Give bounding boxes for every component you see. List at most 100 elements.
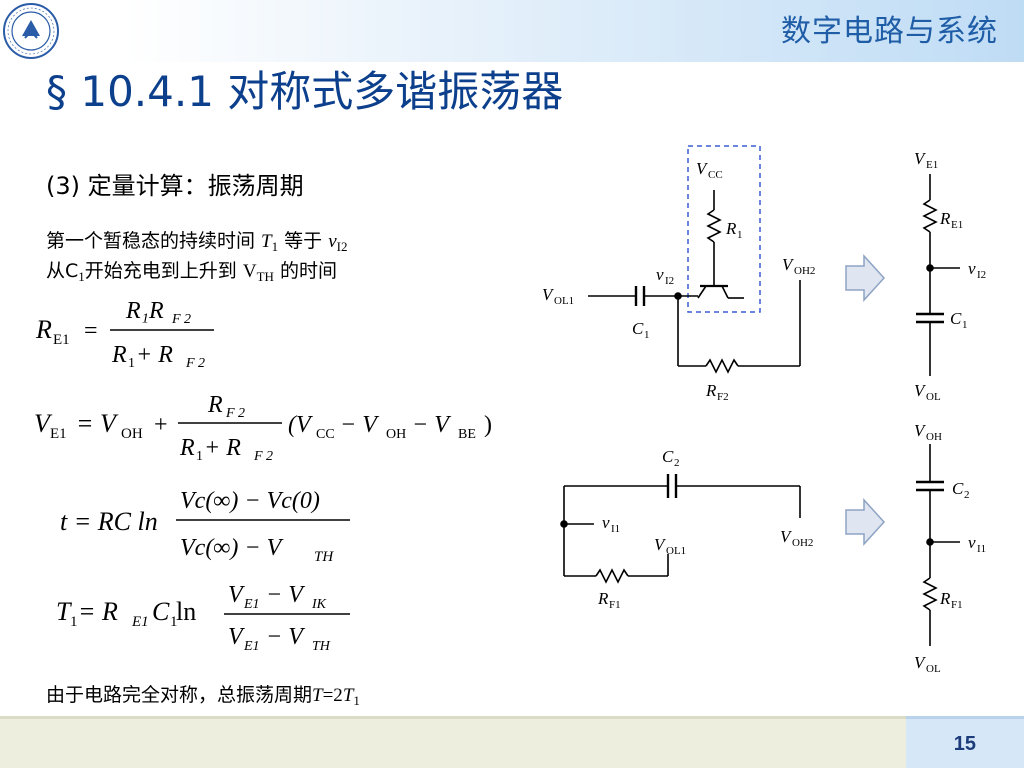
label-c2: C [662,447,674,466]
f1-num: R₁R [125,298,164,324]
equiv-top-labels: V E1 R E1 v I2 C 1 V OL [914,149,986,403]
circuit-diagrams: V CC R 1 v I2 V OH2 V OL1 C 1 R F2 V E1 … [542,145,986,675]
f2-lhs: V [34,409,53,438]
label-voh2-sub: OH2 [792,537,813,549]
label-voh: V [914,421,927,440]
label-vi2-sub: I2 [665,275,674,287]
label-c1: C [950,309,962,328]
label-vol1: V [542,285,555,304]
var-vth-sub: TH [256,269,274,284]
resistor-r1 [706,209,722,243]
conclusion-T: T [312,685,323,706]
f1-den-b-sub: F 2 [185,356,205,371]
f4-den-b-sub: TH [312,639,331,654]
label-vol1: V [654,535,667,554]
f1-den-b: + R [136,342,173,368]
label-c2-sub: 2 [674,457,680,469]
label-re1: R [939,209,951,228]
equiv-top [916,174,960,376]
label-r1: R [725,219,737,238]
label-vi1: v [968,533,976,552]
f4-lhs-a-sub: 1 [70,614,78,630]
f4-num-b-sub: IK [311,597,327,612]
label-vol: V [914,653,927,672]
circuit-bottom [560,474,801,584]
f1-lhs-sub: E1 [53,332,70,348]
f1-eq: = [84,318,98,344]
label-vol: V [914,381,927,400]
university-seal-icon [3,3,59,59]
f2-den-b: + R [204,435,241,461]
transistor-emitter [697,285,707,299]
conclusion-T1: T [342,685,354,706]
desc-text: 的时间 [273,260,337,282]
label-vol1-sub: OL1 [666,545,686,557]
f2-paren-b: − V [340,412,379,438]
conclusion-text: 由于电路完全对称，总振荡周期T=2T1 [46,680,360,709]
label-vol-sub: OL [926,391,941,403]
f2-paren-d: ) [484,412,492,438]
node-dot [560,520,568,528]
label-voh2: V [782,255,795,274]
label-ve1: V [914,149,927,168]
slide-title: § 10.4.1 对称式多谐振荡器 [46,67,564,116]
desc-text: 等于 [278,230,329,252]
var-v: v [328,231,337,252]
label-rf1-sub: F1 [951,599,963,611]
f1-den-a: R [111,342,127,368]
label-re1-sub: E1 [951,219,963,231]
description-text: 第一个暂稳态的持续时间 T1 等于 vI2 从C1开始充电到上升到 VTH 的时… [46,226,348,286]
label-ve1-sub: E1 [926,159,938,171]
conclusion-eq: =2 [322,685,343,706]
f2-paren-a-sub: CC [316,427,335,442]
label-vi1: v [602,513,610,532]
f4-den-a: V [228,624,245,650]
footer-bar [0,716,1024,768]
node-dot [926,264,934,272]
formula-ve1: V E1 = V OH + R F 2 R 1 + R F 2 (V CC − … [34,392,492,464]
conclusion-T1-sub: 1 [353,693,360,708]
f4-lhs-b-sub: E1 [131,614,149,630]
f4-lhs-c: C [152,597,170,626]
circuit-top-labels: V CC R 1 v I2 V OH2 V OL1 C 1 R F2 [542,159,815,403]
desc-text: 从C [46,260,79,282]
description-line-1: 第一个暂稳态的持续时间 T1 等于 vI2 [46,226,348,256]
var-t-sub: 1 [271,239,279,254]
arrow-right-icon [845,254,886,302]
label-rf2-sub: F2 [717,391,729,403]
f3-den-sub: TH [314,549,334,565]
section-subheading: (3) 定量计算：振荡周期 [46,172,304,200]
var-t: T [261,231,272,252]
page-number-box: 15 [906,716,1024,768]
f4-num-a: V [228,582,245,608]
f3-num: Vc(∞) − Vc(0) [180,488,320,514]
label-c1-sub: 1 [644,329,650,341]
label-c2-sub: 2 [964,489,970,501]
formula-t1: T 1 = R E1 C 1 ln V E1 − V IK V E1 − V T… [56,582,350,654]
label-c1: C [632,319,644,338]
transistor-stage-box [687,145,761,313]
formula-re1: R E1 = R₁R F 2 R 1 + R F 2 [35,298,214,371]
label-voh2-sub: OH2 [794,265,815,277]
f2-paren-b-sub: OH [386,427,406,442]
f1-den-a-sub: 1 [128,356,135,371]
desc-text: 开始充电到上升到 [84,260,243,282]
label-vi1-sub: I1 [977,543,986,555]
page-number: 15 [953,733,976,755]
course-title: 数字电路与系统 [781,14,998,49]
equiv-bottom [916,444,960,646]
label-c1-sub: 1 [962,319,968,331]
label-vcc: V [696,159,709,178]
f2-paren-c-sub: BE [458,427,476,442]
description-line-2: 从C1开始充电到上升到 VTH 的时间 [46,256,348,286]
label-rf1: R [597,589,609,608]
resistor-rf1 [595,568,629,584]
f2-paren-c: − V [412,412,451,438]
label-rf2: R [705,381,717,400]
f2-plus: + [154,412,168,438]
label-c2: C [952,479,964,498]
label-vi1-sub: I1 [611,523,620,535]
desc-text: 第一个暂稳态的持续时间 [46,230,262,252]
label-vi2-sub: I2 [977,269,986,281]
circuit-bottom-labels: C 2 v I1 V OL1 V OH2 R F1 [597,447,813,611]
